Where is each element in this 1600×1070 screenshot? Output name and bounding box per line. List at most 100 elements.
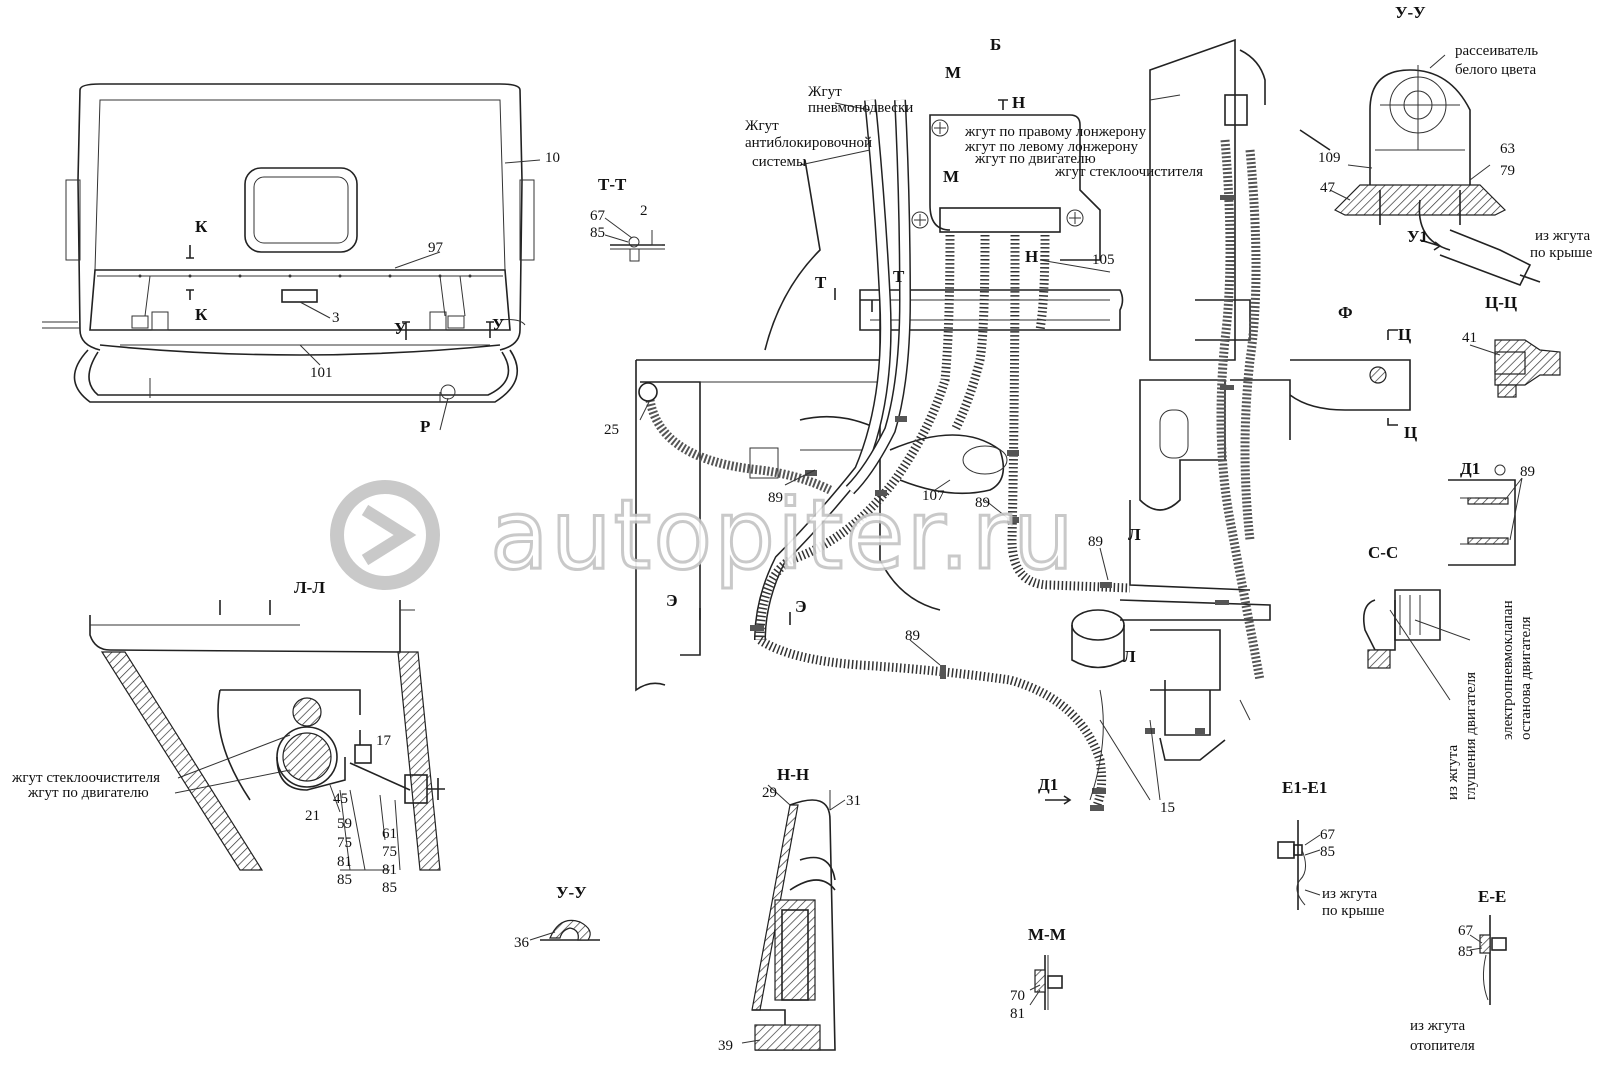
section-title-ts-ts: Ц-Ц [1485, 293, 1517, 312]
section-u-u-bottom [529, 919, 600, 941]
cut-mark-n-mid: Н [1025, 247, 1038, 266]
cut-mark-m-mid: М [943, 167, 959, 186]
callout-85-tt: 85 [590, 225, 605, 241]
callout-59: 59 [337, 816, 352, 832]
callout-25: 25 [604, 422, 619, 438]
callout-29: 29 [762, 785, 777, 801]
caption-engine: жгут по двигателю [974, 151, 1096, 167]
section-title-e-e: Е-Е [1478, 887, 1506, 906]
caption-from-roof-2: по крыше [1530, 245, 1593, 261]
view-d1 [1448, 464, 1523, 566]
section-title-l-l: Л-Л [294, 578, 325, 597]
callout-85-e1: 85 [1320, 844, 1335, 860]
section-title-e1-e1: Е1-Е1 [1282, 778, 1327, 797]
callout-79: 79 [1500, 163, 1515, 179]
view-f [1289, 359, 1411, 411]
section-title-m-m: М-М [1028, 925, 1066, 944]
callout-89-d1: 89 [1520, 464, 1535, 480]
callout-89-right: 89 [1088, 534, 1103, 550]
callout-109: 109 [1318, 150, 1341, 166]
cut-mark-t-left: Т [815, 273, 827, 292]
cut-mark-m-top: М [945, 63, 961, 82]
cut-mark-l-upper: Л [1128, 525, 1141, 544]
callout-81-b: 81 [382, 862, 397, 878]
callout-107: 107 [922, 488, 945, 504]
callout-2: 2 [640, 203, 648, 219]
callout-47: 47 [1320, 180, 1336, 196]
callout-89-left: 89 [768, 490, 783, 506]
section-title-n-n: Н-Н [777, 765, 809, 784]
cut-mark-u-left: У [394, 319, 407, 338]
callout-41: 41 [1462, 330, 1477, 346]
section-n-n [741, 784, 846, 1051]
callout-45: 45 [333, 791, 348, 807]
cut-mark-r: Р [420, 417, 430, 436]
caption-engine-stop-2: глушения двигателя [1463, 672, 1479, 800]
section-u-u-top [1329, 54, 1541, 287]
cut-mark-t-right: Т [893, 267, 905, 286]
callout-75-a: 75 [337, 835, 352, 851]
callout-85-b: 85 [382, 880, 397, 896]
caption-pneumo-1: Жгут [808, 84, 842, 100]
caption-ll-engine: жгут по двигателю [27, 785, 149, 801]
caption-right-sidemember: жгут по правому лонжерону [964, 124, 1147, 140]
callout-85-a: 85 [337, 872, 352, 888]
caption-engine-stop-1: из жгута [1445, 745, 1461, 800]
section-s-s [1362, 589, 1471, 701]
callout-85-ee: 85 [1458, 944, 1473, 960]
cut-mark-e-right: Э [795, 597, 807, 616]
watermark-text: autopiter.ru [490, 479, 1076, 591]
callout-75-b: 75 [382, 844, 397, 860]
caption-e1-from-roof-1: из жгута [1322, 886, 1377, 902]
callout-89-mid: 89 [975, 495, 990, 511]
caption-solenoid-2: останова двигателя [1518, 616, 1534, 740]
cab-front-view [42, 83, 541, 431]
section-title-t-t: Т-Т [598, 175, 627, 194]
caption-pneumo-2: пневмоподвески [808, 100, 913, 116]
callout-81-a: 81 [337, 854, 352, 870]
section-label-d1: Д1 [1038, 775, 1058, 794]
cut-mark-k-lower: К [195, 305, 208, 324]
section-e-e [1469, 915, 1507, 1005]
section-title-b: Б [990, 35, 1001, 54]
cut-mark-e-left: Э [666, 591, 678, 610]
cut-mark-ts-upper: Ц [1398, 325, 1411, 344]
callout-105: 105 [1092, 252, 1115, 268]
callout-63: 63 [1500, 141, 1515, 157]
section-e1-e1 [1277, 820, 1321, 910]
callout-67-ee: 67 [1458, 923, 1474, 939]
callout-89-bottom: 89 [905, 628, 920, 644]
callout-17: 17 [376, 733, 392, 749]
callout-97: 97 [428, 240, 444, 256]
caption-ll-wiper: жгут стеклоочистителя [11, 770, 160, 786]
ss-captions-rotated-2: электропневмоклапан останова двигателя [1500, 600, 1534, 740]
caption-abs-3: системы [752, 154, 806, 170]
callout-31: 31 [846, 793, 861, 809]
callout-61: 61 [382, 826, 397, 842]
caption-ee-heater-2: отопителя [1410, 1038, 1475, 1054]
section-title-d1: Д1 [1460, 459, 1480, 478]
section-ts-ts [1469, 339, 1561, 398]
caption-ee-heater-1: из жгута [1410, 1018, 1465, 1034]
callout-70: 70 [1010, 988, 1025, 1004]
section-t-t [604, 217, 665, 262]
callout-81-mm: 81 [1010, 1006, 1025, 1022]
section-m-m [1029, 955, 1063, 1010]
callout-67-e1: 67 [1320, 827, 1336, 843]
callout-36: 36 [514, 935, 530, 951]
watermark: autopiter.ru [330, 478, 1076, 593]
cut-mark-ts-lower: Ц [1404, 423, 1417, 442]
caption-abs-2: антиблокировочной [745, 135, 872, 151]
cut-mark-k-upper: К [195, 217, 208, 236]
caption-from-roof-1: из жгута [1535, 228, 1590, 244]
callout-101: 101 [310, 365, 333, 381]
section-title-u-u-top: У-У [1395, 3, 1426, 22]
cut-mark-n-top: Н [1012, 93, 1025, 112]
callout-10: 10 [545, 150, 560, 166]
caption-left-sidemember: жгут по левому лонжерону [964, 139, 1139, 155]
section-title-s-s: С-С [1368, 543, 1398, 562]
clamp-markers [750, 195, 1234, 811]
ss-captions-rotated: из жгута глушения двигателя [1445, 672, 1479, 800]
section-title-u-u-bottom: У-У [556, 883, 587, 902]
